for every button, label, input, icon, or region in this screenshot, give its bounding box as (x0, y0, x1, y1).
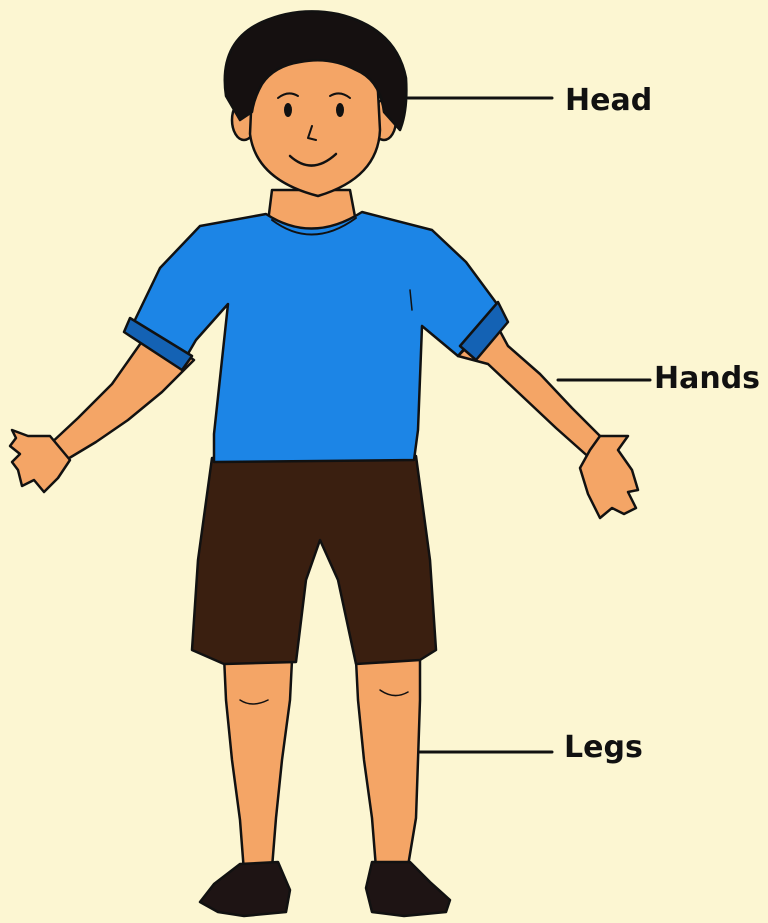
head (225, 11, 407, 196)
hands-label: Hands (654, 364, 760, 394)
right-shoe (366, 862, 450, 916)
right-leg (356, 654, 420, 868)
shoes (200, 862, 450, 916)
legs-label: Legs (564, 733, 643, 763)
left-shoe (200, 862, 290, 916)
right-eye (336, 103, 344, 117)
left-eye (284, 103, 292, 117)
shorts (192, 456, 436, 664)
shirt (124, 212, 508, 462)
legs (224, 654, 420, 872)
head-label: Head (565, 86, 652, 116)
left-leg (224, 656, 292, 872)
